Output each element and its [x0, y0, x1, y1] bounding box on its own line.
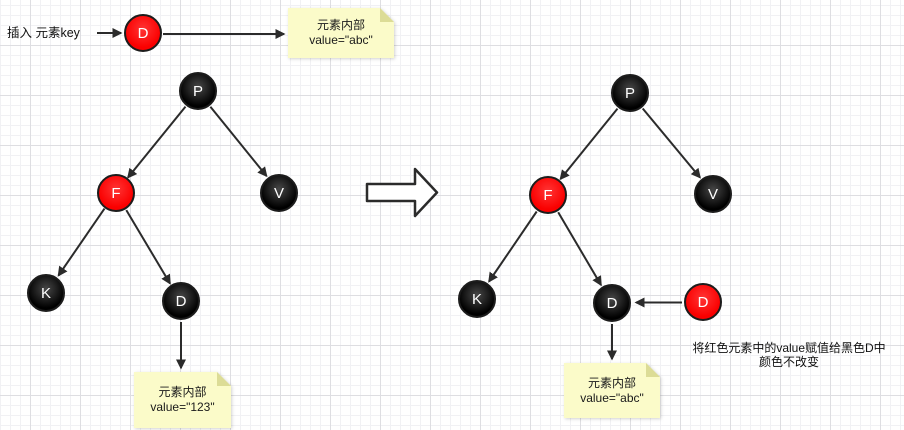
- left-node-k[interactable]: K: [27, 274, 65, 312]
- left-note-line1: 元素内部: [158, 385, 207, 399]
- right-note-line2: value="abc": [580, 390, 644, 405]
- left-node-v[interactable]: V: [260, 174, 298, 212]
- left-node-p[interactable]: P: [179, 72, 217, 110]
- right-node-v[interactable]: V: [694, 175, 732, 213]
- caption-line1: 将红色元素中的value赋值给黑色D中: [692, 341, 886, 355]
- right-sticky-note[interactable]: 元素内部 value="abc": [564, 363, 660, 418]
- right-note-line1: 元素内部: [587, 375, 636, 390]
- right-node-p[interactable]: P: [611, 74, 649, 112]
- edge-left-p-to-f[interactable]: [127, 105, 187, 179]
- inserted-node-d[interactable]: D: [124, 14, 162, 52]
- edge-right-p-to-v[interactable]: [641, 107, 701, 179]
- edge-right-f-to-d[interactable]: [557, 211, 602, 287]
- edge-right-f-to-k[interactable]: [488, 210, 538, 283]
- top-note-line1: 元素内部: [316, 18, 365, 32]
- note-fold-corner: [217, 372, 231, 386]
- note-fold-corner: [646, 363, 660, 377]
- edge-left-p-to-v[interactable]: [209, 106, 268, 178]
- value-assignment-caption[interactable]: 将红色元素中的value赋值给黑色D中 颜色不改变: [680, 341, 898, 369]
- left-note-line2: value="123": [150, 400, 215, 414]
- right-node-d[interactable]: D: [593, 284, 631, 322]
- edge-left-f-to-k[interactable]: [57, 208, 106, 277]
- right-node-k[interactable]: K: [458, 280, 496, 318]
- left-sticky-note[interactable]: 元素内部 value="123": [134, 372, 231, 428]
- edge-left-f-to-d[interactable]: [125, 209, 171, 285]
- left-node-f[interactable]: F: [97, 174, 135, 212]
- left-node-d[interactable]: D: [162, 282, 200, 320]
- big-transform-arrow[interactable]: [365, 167, 439, 218]
- top-sticky-note[interactable]: 元素内部 value="abc": [288, 8, 394, 58]
- caption-line2: 颜色不改变: [758, 354, 819, 369]
- note-fold-corner: [380, 8, 394, 22]
- right-node-f[interactable]: F: [529, 176, 567, 214]
- top-note-line2: value="abc": [309, 33, 373, 47]
- insert-key-label[interactable]: 插入 元素key: [7, 26, 80, 40]
- edge-right-p-to-f[interactable]: [559, 107, 619, 181]
- right-node-d-new[interactable]: D: [684, 283, 722, 321]
